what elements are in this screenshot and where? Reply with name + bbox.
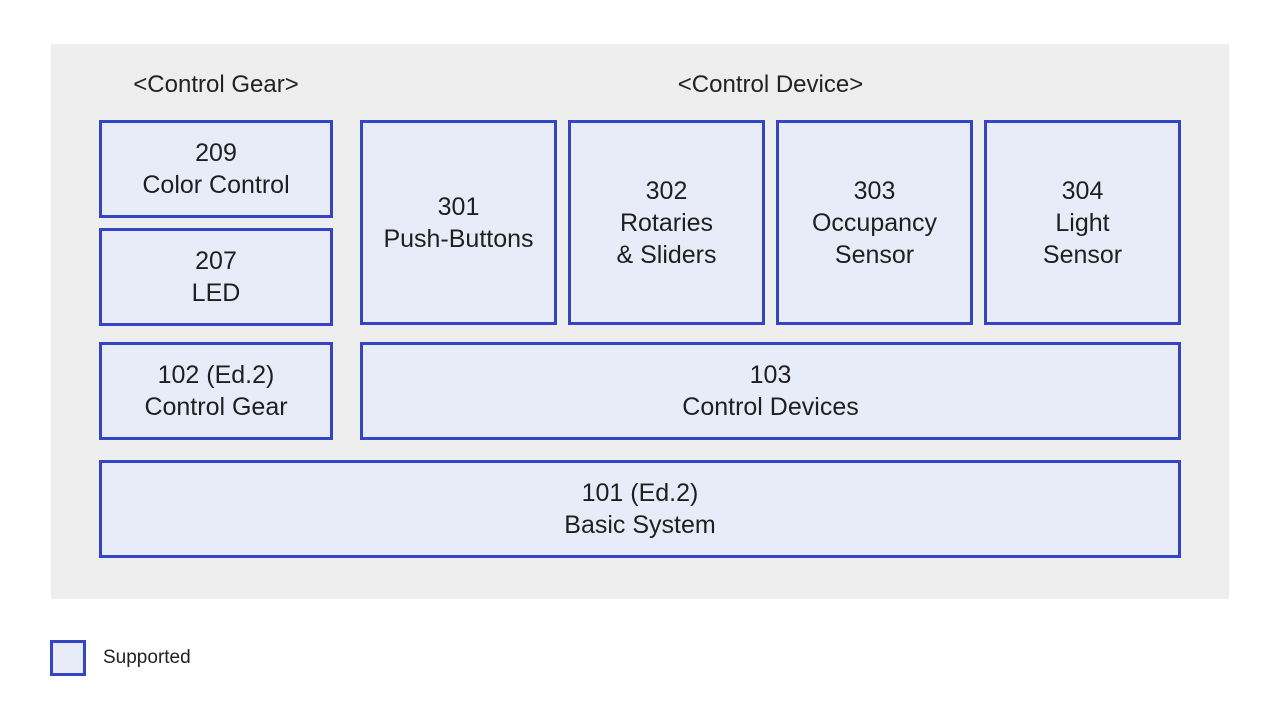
box-title-line2: & Sliders <box>616 240 717 269</box>
box-code: 207 <box>195 247 237 275</box>
box-304-light-sensor: 304 Light Sensor <box>984 120 1181 325</box>
box-title: Color Control <box>142 171 290 199</box>
box-103-control-devices: 103 Control Devices <box>360 342 1181 440</box>
box-301-push-buttons: 301 Push-Buttons <box>360 120 557 325</box>
box-title-line2: Sensor <box>834 240 915 269</box>
box-title: Control Devices <box>682 393 859 421</box>
box-title-line1: Light <box>1055 208 1110 237</box>
group-label-control-gear: <Control Gear> <box>133 71 299 98</box>
box-title: LED <box>191 279 241 307</box>
box-102-control-gear: 102 (Ed.2) Control Gear <box>99 342 333 440</box>
group-label-control-device: <Control Device> <box>677 71 864 98</box>
box-title-line2: Sensor <box>1042 240 1123 269</box>
box-303-occupancy-sensor: 303 Occupancy Sensor <box>776 120 973 325</box>
box-209-color-control: 209 Color Control <box>99 120 333 218</box>
legend-swatch-supported <box>50 640 86 676</box>
box-code: 302 <box>645 176 688 205</box>
box-code: 209 <box>195 139 237 167</box>
box-code: 304 <box>1061 176 1104 205</box>
box-302-rotaries-sliders: 302 Rotaries & Sliders <box>568 120 765 325</box>
box-title-line1: Occupancy <box>811 208 938 237</box>
legend: Supported <box>50 640 191 676</box>
box-title: Push-Buttons <box>383 224 534 253</box>
box-code: 103 <box>749 361 792 389</box>
box-207-led: 207 LED <box>99 228 333 326</box>
legend-label: Supported <box>103 647 191 668</box>
box-code: 301 <box>437 192 480 221</box>
box-title: Basic System <box>564 511 716 539</box>
box-title-line1: Rotaries <box>619 208 714 237</box>
box-title: Control Gear <box>144 393 288 421</box>
box-code: 101 (Ed.2) <box>581 479 699 507</box>
box-101-basic-system: 101 (Ed.2) Basic System <box>99 460 1181 558</box>
box-code: 303 <box>853 176 896 205</box>
box-code: 102 (Ed.2) <box>157 361 275 389</box>
